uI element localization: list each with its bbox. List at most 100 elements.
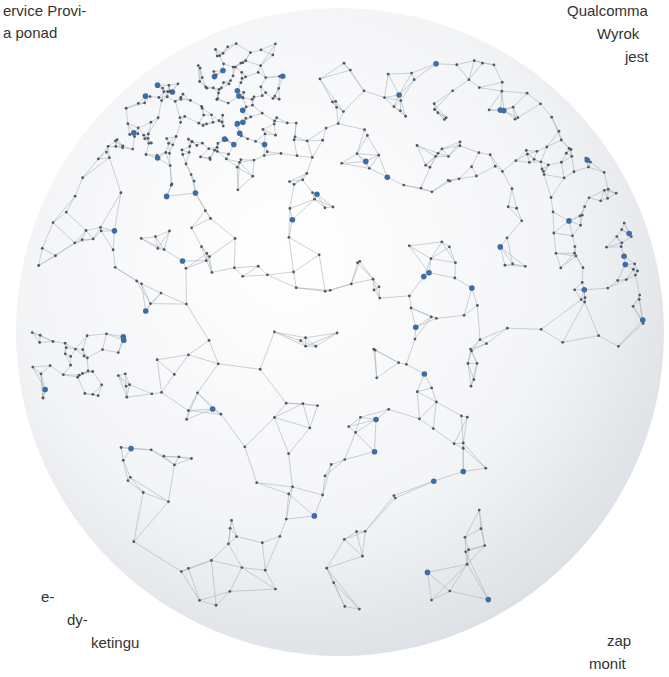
mesh-dot	[238, 161, 241, 164]
mesh-dot	[226, 45, 229, 48]
mesh-line	[411, 308, 416, 327]
mesh-line	[33, 366, 50, 367]
mesh-dot	[299, 339, 302, 342]
mesh-dot	[154, 235, 157, 238]
mesh-dot	[293, 138, 296, 141]
mesh-dot	[296, 154, 299, 157]
mesh-dot	[83, 355, 86, 358]
mesh-dot	[143, 102, 146, 105]
mesh-line	[502, 91, 504, 110]
mesh-dot	[253, 96, 256, 99]
mesh-line	[253, 160, 254, 176]
mesh-line	[236, 44, 250, 53]
mesh-dot	[466, 563, 469, 566]
mesh-line	[55, 243, 74, 256]
mesh-dot	[52, 340, 55, 343]
mesh-dot	[377, 154, 380, 157]
mesh-line	[399, 80, 414, 95]
mesh-dot	[222, 81, 225, 84]
mesh-line	[274, 332, 305, 338]
mesh-dot	[212, 121, 215, 124]
mesh-dot	[416, 144, 419, 147]
mesh-dot	[143, 137, 146, 140]
mesh-dot	[169, 90, 172, 93]
mesh-line	[323, 464, 332, 495]
mesh-line	[274, 124, 275, 135]
mesh-line	[174, 355, 188, 375]
mesh-line	[274, 404, 303, 418]
mesh-line	[146, 143, 149, 154]
mesh-dot	[191, 140, 194, 143]
mesh-dot	[216, 142, 219, 145]
mesh-line	[211, 544, 228, 561]
text-fragment: e-	[40, 588, 55, 606]
mesh-dot	[272, 97, 275, 100]
mesh-dot	[387, 408, 390, 411]
mesh-dot	[205, 87, 208, 90]
mesh-dot	[81, 348, 84, 351]
mesh-line	[186, 253, 207, 268]
mesh-line	[190, 100, 201, 106]
mesh-line	[250, 50, 261, 53]
mesh-dot	[201, 76, 204, 79]
mesh-line	[395, 481, 434, 498]
mesh-dot	[458, 177, 461, 180]
mesh-dot	[156, 358, 159, 361]
mesh-dot	[242, 61, 245, 64]
mesh-line	[210, 238, 235, 256]
mesh-line	[411, 308, 436, 318]
mesh-dot	[160, 99, 163, 102]
mesh-line	[207, 253, 212, 272]
mesh-dot	[550, 196, 553, 199]
mesh-dot	[187, 567, 190, 570]
mesh-line	[466, 546, 485, 552]
mesh-dot	[589, 161, 592, 164]
mesh-line	[42, 223, 53, 249]
mesh-dot	[173, 464, 176, 467]
mesh-dot	[180, 570, 183, 573]
mesh-line	[162, 392, 189, 410]
mesh-line	[166, 143, 169, 152]
mesh-dot	[261, 94, 264, 97]
mesh-line	[357, 130, 364, 154]
mesh-line	[513, 93, 527, 107]
mesh-dot	[506, 237, 509, 240]
mesh-dot	[321, 494, 324, 497]
mesh-line	[575, 290, 582, 300]
mesh-dot	[239, 81, 242, 84]
mesh-line	[307, 140, 322, 142]
mesh-dot	[620, 241, 623, 244]
mesh-line	[429, 273, 455, 278]
mesh-dot	[137, 132, 140, 135]
mesh-dot	[101, 348, 104, 351]
mesh-dot	[218, 88, 221, 91]
mesh-dot	[571, 234, 574, 237]
mesh-line	[66, 212, 86, 230]
mesh-line	[417, 146, 436, 157]
mesh-line	[455, 278, 472, 288]
mesh-line	[161, 293, 186, 304]
mesh-line	[288, 208, 290, 237]
mesh-dot	[507, 205, 510, 208]
mesh-dot	[520, 219, 523, 222]
mesh-dot	[399, 109, 402, 112]
mesh-dot	[516, 116, 519, 119]
mesh-dot	[202, 124, 205, 127]
mesh-dot	[62, 373, 65, 376]
mesh-line	[317, 194, 333, 207]
mesh-line	[289, 428, 310, 454]
mesh-line	[374, 290, 380, 298]
mesh-dot	[183, 115, 186, 118]
mesh-line	[188, 568, 199, 600]
mesh-dot	[227, 102, 230, 105]
mesh-line	[406, 364, 424, 374]
mesh-dot	[459, 141, 462, 144]
mesh-dot	[261, 541, 264, 544]
mesh-line	[608, 280, 626, 289]
mesh-dot	[126, 122, 129, 125]
mesh-line	[561, 253, 575, 268]
mesh-line	[307, 128, 326, 141]
mesh-line	[292, 199, 314, 219]
mesh-dot	[638, 294, 641, 297]
mesh-line	[202, 78, 205, 87]
